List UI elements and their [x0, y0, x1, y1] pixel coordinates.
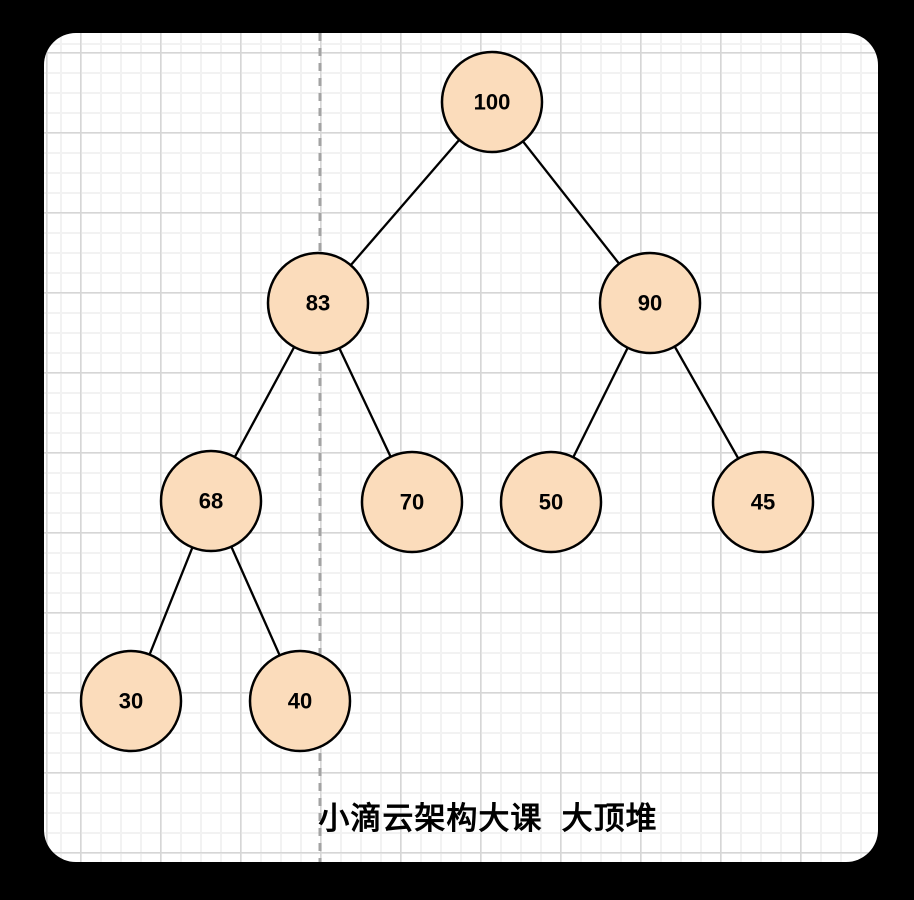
tree-node-30	[79, 649, 183, 753]
tree-node-label-83: 83	[306, 291, 330, 316]
tree-svg: 100 83 90 68 70 50 45 30 40	[79, 33, 815, 862]
tree-node-50	[499, 450, 603, 554]
tree-node-label-100: 100	[474, 90, 511, 115]
tree-node-70	[360, 450, 464, 554]
tree-node-100	[440, 50, 544, 154]
tree-node-90	[598, 251, 702, 355]
tree-node-label-70: 70	[400, 490, 424, 515]
diagram-caption: 小滴云架构大课 大顶堆	[318, 801, 658, 836]
tree-node-83	[266, 251, 370, 355]
tree-node-label-68: 68	[199, 489, 223, 514]
tree-node-68	[159, 449, 263, 553]
tree-node-label-30: 30	[119, 689, 143, 714]
tree-node-label-40: 40	[288, 689, 312, 714]
tree-node-label-50: 50	[539, 490, 563, 515]
tree-node-40	[248, 649, 352, 753]
tree-node-45	[711, 450, 815, 554]
tree-node-label-90: 90	[638, 291, 662, 316]
tree-node-label-45: 45	[751, 490, 775, 515]
diagram-canvas: 100 83 90 68 70 50 45 30 40 小滴云架构大课 大顶堆	[44, 33, 878, 862]
